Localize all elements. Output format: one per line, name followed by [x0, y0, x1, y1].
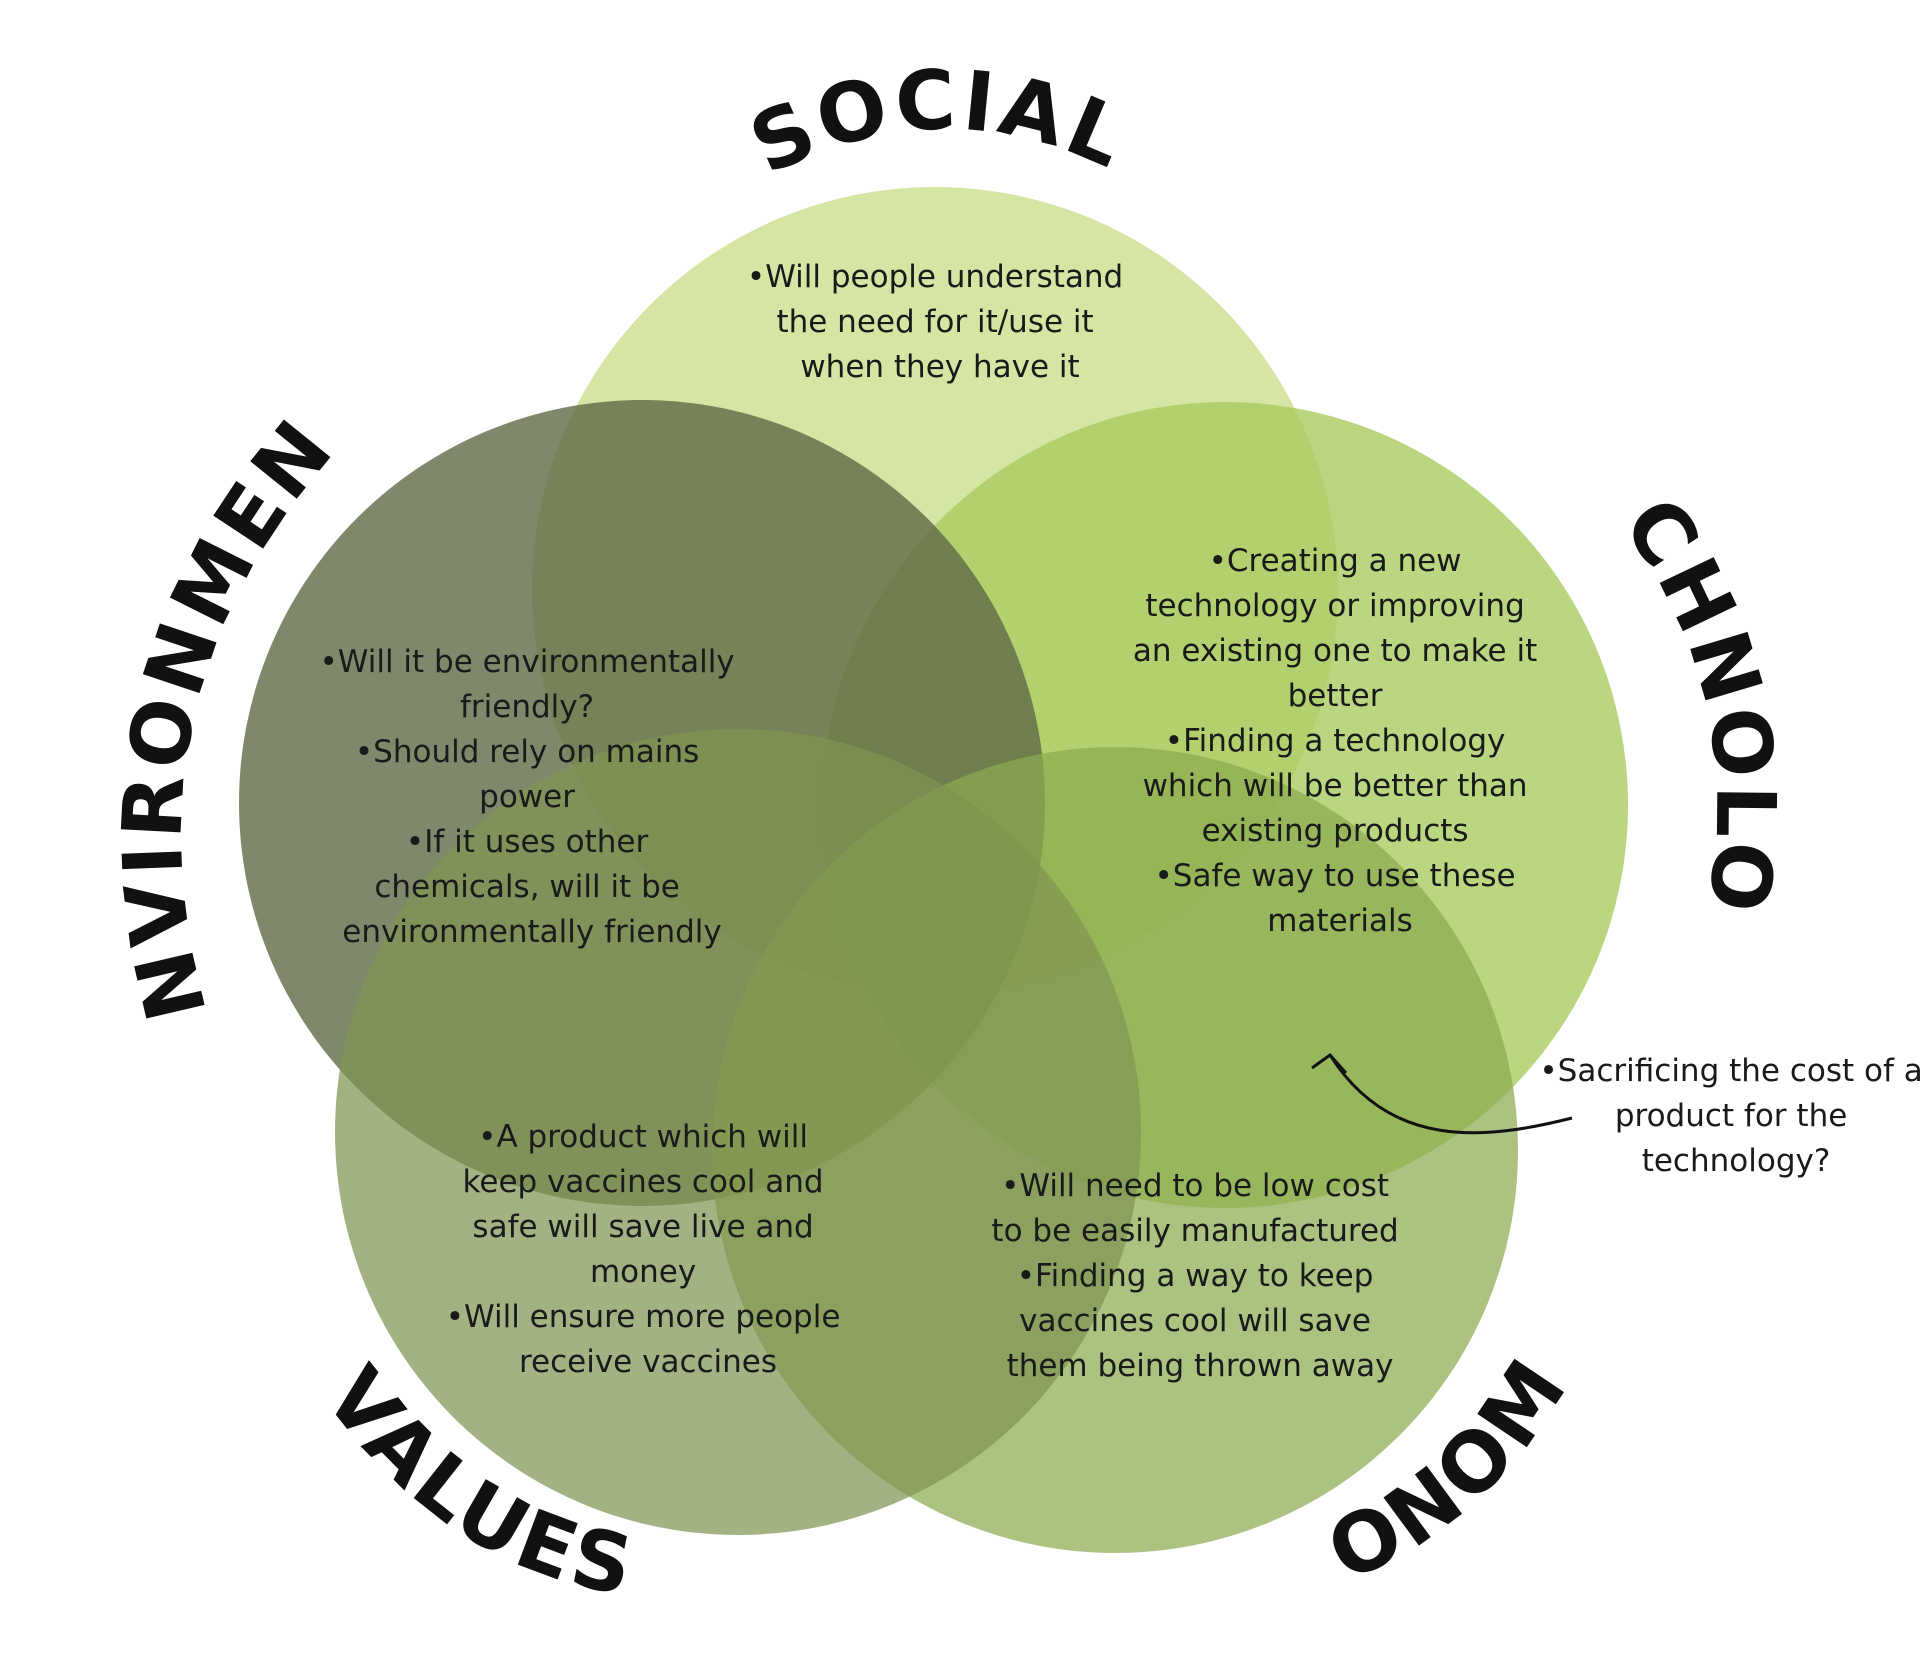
- environment-line: power: [479, 779, 575, 815]
- technology-line: •Creating a new: [1209, 543, 1462, 579]
- technology-text: •Creating a new technology or improving …: [1133, 543, 1547, 939]
- environment-line: •Should rely on mains: [355, 734, 699, 770]
- economic-line: vaccines cool will save: [1019, 1303, 1371, 1339]
- values-line: money: [590, 1254, 696, 1290]
- values-line: safe will save live and: [472, 1209, 813, 1245]
- social-line: the need for it/use it: [776, 304, 1093, 340]
- economic-text: •Will need to be low cost to be easily m…: [991, 1168, 1408, 1384]
- side-note: •Sacrificing the cost of a product for t…: [1539, 1053, 1920, 1179]
- economic-line: to be easily manufactured: [991, 1213, 1398, 1249]
- technology-line: existing products: [1202, 813, 1469, 849]
- arrow-head-icon: [1311, 1052, 1348, 1074]
- values-line: receive vaccines: [519, 1344, 777, 1380]
- values-text: •A product which will keep vaccines cool…: [446, 1119, 851, 1380]
- technology-line: which will be better than: [1143, 768, 1528, 804]
- environment-text: •Will it be environmentally friendly? •S…: [319, 644, 744, 950]
- note-line: product for the: [1615, 1098, 1847, 1134]
- values-line: keep vaccines cool and: [463, 1164, 824, 1200]
- social-line: when they have it: [800, 349, 1079, 385]
- social-line: •Will people understand: [747, 259, 1123, 295]
- note-line: •Sacrificing the cost of a: [1539, 1053, 1920, 1089]
- values-line: •Will ensure more people: [446, 1299, 841, 1335]
- environment-line: •If it uses other: [406, 824, 649, 860]
- environment-line: chemicals, will it be: [374, 869, 680, 905]
- economic-line: •Will need to be low cost: [1001, 1168, 1389, 1204]
- environment-line: friendly?: [460, 689, 594, 725]
- technology-line: •Safe way to use these: [1154, 858, 1515, 894]
- note-arrow: [1328, 1054, 1573, 1135]
- technology-line: •Finding a technology: [1165, 723, 1506, 759]
- environment-line: environmentally friendly: [342, 914, 721, 950]
- technology-line: technology or improving: [1145, 588, 1524, 624]
- environment-line: •Will it be environmentally: [319, 644, 734, 680]
- values-circle: [335, 729, 1141, 1535]
- technology-line: better: [1288, 678, 1383, 714]
- economic-line: them being thrown away: [1007, 1348, 1394, 1384]
- technology-line: materials: [1267, 903, 1413, 939]
- note-line: technology?: [1642, 1143, 1831, 1179]
- values-line: •A product which will: [478, 1119, 808, 1155]
- economic-line: •Finding a way to keep: [1017, 1258, 1374, 1294]
- technology-line: an existing one to make it: [1133, 633, 1537, 669]
- social-text: •Will people understand the need for it/…: [747, 259, 1133, 385]
- social-title: SOCIAL: [737, 53, 1142, 194]
